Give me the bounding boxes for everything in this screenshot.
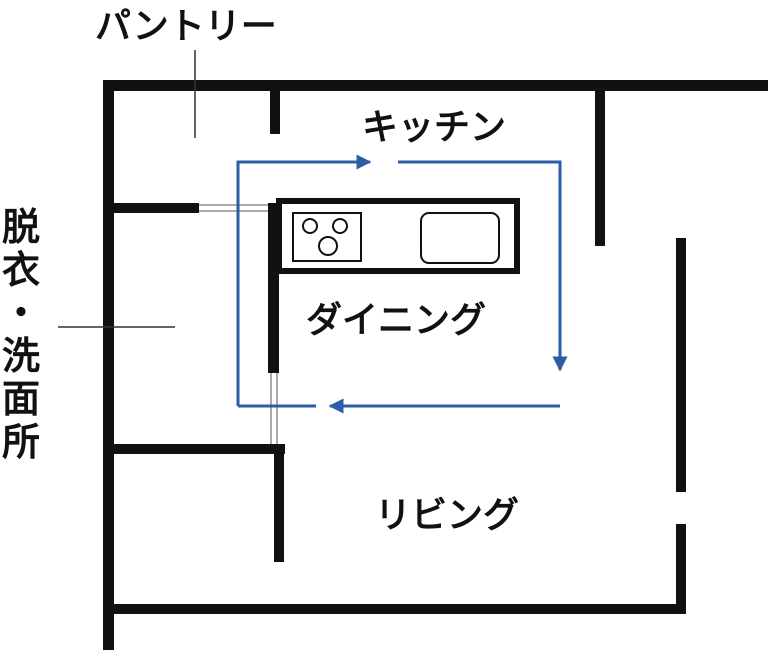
wall-bottom [103,604,686,614]
svg-text:脱: 脱 [2,205,40,249]
leader-lines [58,50,196,328]
wall-top [103,80,768,91]
svg-text:洗: 洗 [2,334,40,378]
kitchen-counter [276,198,520,274]
wall-right-upper [676,238,686,492]
walls [103,80,768,650]
wall-right-lower [676,524,686,614]
doorway-lines [199,204,278,444]
wall-kitchen-right [595,80,605,246]
wall-left [103,80,114,650]
washroom-label: 脱 衣 ・ 洗 面 所 [2,205,40,464]
wall-lower-divider [274,444,284,562]
svg-text:面: 面 [2,377,40,421]
flow-arrows [236,154,568,414]
kitchen-label: キッチン [362,107,506,148]
svg-text:所: 所 [2,420,40,464]
flow-arrow-right [398,160,568,372]
wall-washroom-top [103,203,199,213]
wall-counter-side [268,203,279,373]
svg-text:衣: 衣 [2,248,40,292]
dining-label: ダイニング [306,300,486,341]
sink-icon [420,212,500,264]
living-label: リビング [375,495,519,536]
flow-arrow-top [236,154,372,406]
wall-washroom-bottom [103,444,285,454]
wall-pantry-stub [270,80,280,134]
svg-text:・: ・ [2,291,40,335]
stove-icon [292,212,362,262]
pantry-label: パントリー [95,6,277,47]
